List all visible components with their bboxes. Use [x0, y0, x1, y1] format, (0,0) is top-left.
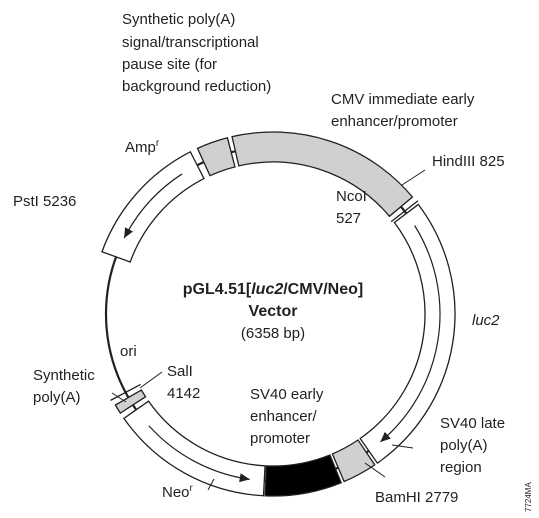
amp-block: [101, 150, 205, 263]
vector-subtitle: Vector: [249, 303, 298, 320]
sv40-late-label: SV40 late poly(A) region: [440, 415, 509, 476]
ncoi-line-2: 527: [336, 210, 361, 227]
polya-signal-line-2: signal/transcriptional: [122, 34, 259, 51]
bamhi-label: BamHI 2779: [375, 489, 458, 506]
hindiii-label: HindIII 825: [432, 153, 505, 170]
hindiii-leader: [401, 169, 426, 186]
sali-leader: [139, 371, 163, 389]
polya-signal-line-4: background reduction): [122, 78, 271, 95]
synthetic-polya-signal-block: [196, 137, 236, 177]
polya-signal-line-3: pause site (for: [122, 56, 217, 73]
amp-arrow-head: [124, 227, 133, 239]
synthetic-polya-leader: [111, 392, 127, 403]
luc2-arrow-shaft: [379, 225, 441, 443]
polya-signal-line-1: Synthetic poly(A): [122, 11, 235, 28]
title-suffix: /CMV/Neo]: [283, 281, 363, 298]
vector-title: pGL4.51[luc2/CMV/Neo]: [183, 281, 363, 298]
polya-signal-label: Synthetic poly(A) signal/transcriptional…: [122, 11, 271, 95]
sv40-early-line-3: promoter: [250, 430, 310, 447]
amp-superscript: r: [156, 138, 160, 149]
sv40-late-line-3: region: [440, 459, 482, 476]
sv40-early-promoter-block: [264, 454, 343, 497]
ncoi-label: NcoI 527: [336, 188, 371, 227]
synthetic-polya-line-2: poly(A): [33, 389, 81, 406]
neo-leader: [207, 478, 215, 491]
luc2-block: [359, 203, 456, 464]
cmv-line-1: CMV immediate early: [331, 91, 475, 108]
luc2-label: luc2: [472, 312, 500, 329]
neo-arrow-shaft: [148, 425, 250, 480]
hindiii-site-tick: [390, 200, 419, 223]
title-gene: luc2: [251, 281, 283, 298]
cmv-label: CMV immediate early enhancer/promoter: [331, 91, 479, 130]
neo-block: [123, 400, 266, 497]
title-prefix: pGL4.51[: [183, 281, 252, 298]
amp-label: Ampr: [125, 138, 160, 156]
amp-text: Amp: [125, 139, 156, 156]
ncoi-line-1: NcoI: [336, 188, 367, 205]
sali-label: SalI 4142: [167, 363, 200, 402]
sv40-early-line-2: enhancer/: [250, 408, 318, 425]
sv40-early-line-1: SV40 early: [250, 386, 324, 403]
bamhi-leader: [364, 462, 386, 478]
luc2-arrow-head: [380, 431, 391, 442]
neo-arrow-head: [239, 473, 250, 483]
sv40-late-line-1: SV40 late: [440, 415, 505, 432]
psti-label: PstI 5236: [13, 193, 76, 210]
sv40-late-polya-block: [331, 439, 376, 483]
vector-size: (6358 bp): [241, 325, 305, 342]
sv40-late-leader: [391, 444, 414, 449]
sali-line-1: SalI: [167, 363, 193, 380]
synthetic-polya-label: Synthetic poly(A): [33, 367, 99, 406]
sali-line-2: 4142: [167, 385, 200, 402]
neo-text: Neo: [162, 484, 190, 501]
cmv-promoter-block: [231, 131, 414, 218]
cmv-line-2: enhancer/promoter: [331, 113, 458, 130]
sv40-late-line-2: poly(A): [440, 437, 488, 454]
figure-id: 7724MA: [524, 482, 533, 512]
neo-superscript: r: [190, 483, 194, 494]
sv40-early-label: SV40 early enhancer/ promoter: [250, 386, 328, 447]
synthetic-polya-block: [114, 389, 147, 415]
neo-label: Neor: [162, 483, 194, 501]
leader-lines: [111, 169, 426, 491]
plasmid-segments: [101, 131, 456, 497]
ori-label: ori: [120, 343, 137, 360]
sali-site-tick: [110, 383, 141, 401]
synthetic-polya-line-1: Synthetic: [33, 367, 95, 384]
